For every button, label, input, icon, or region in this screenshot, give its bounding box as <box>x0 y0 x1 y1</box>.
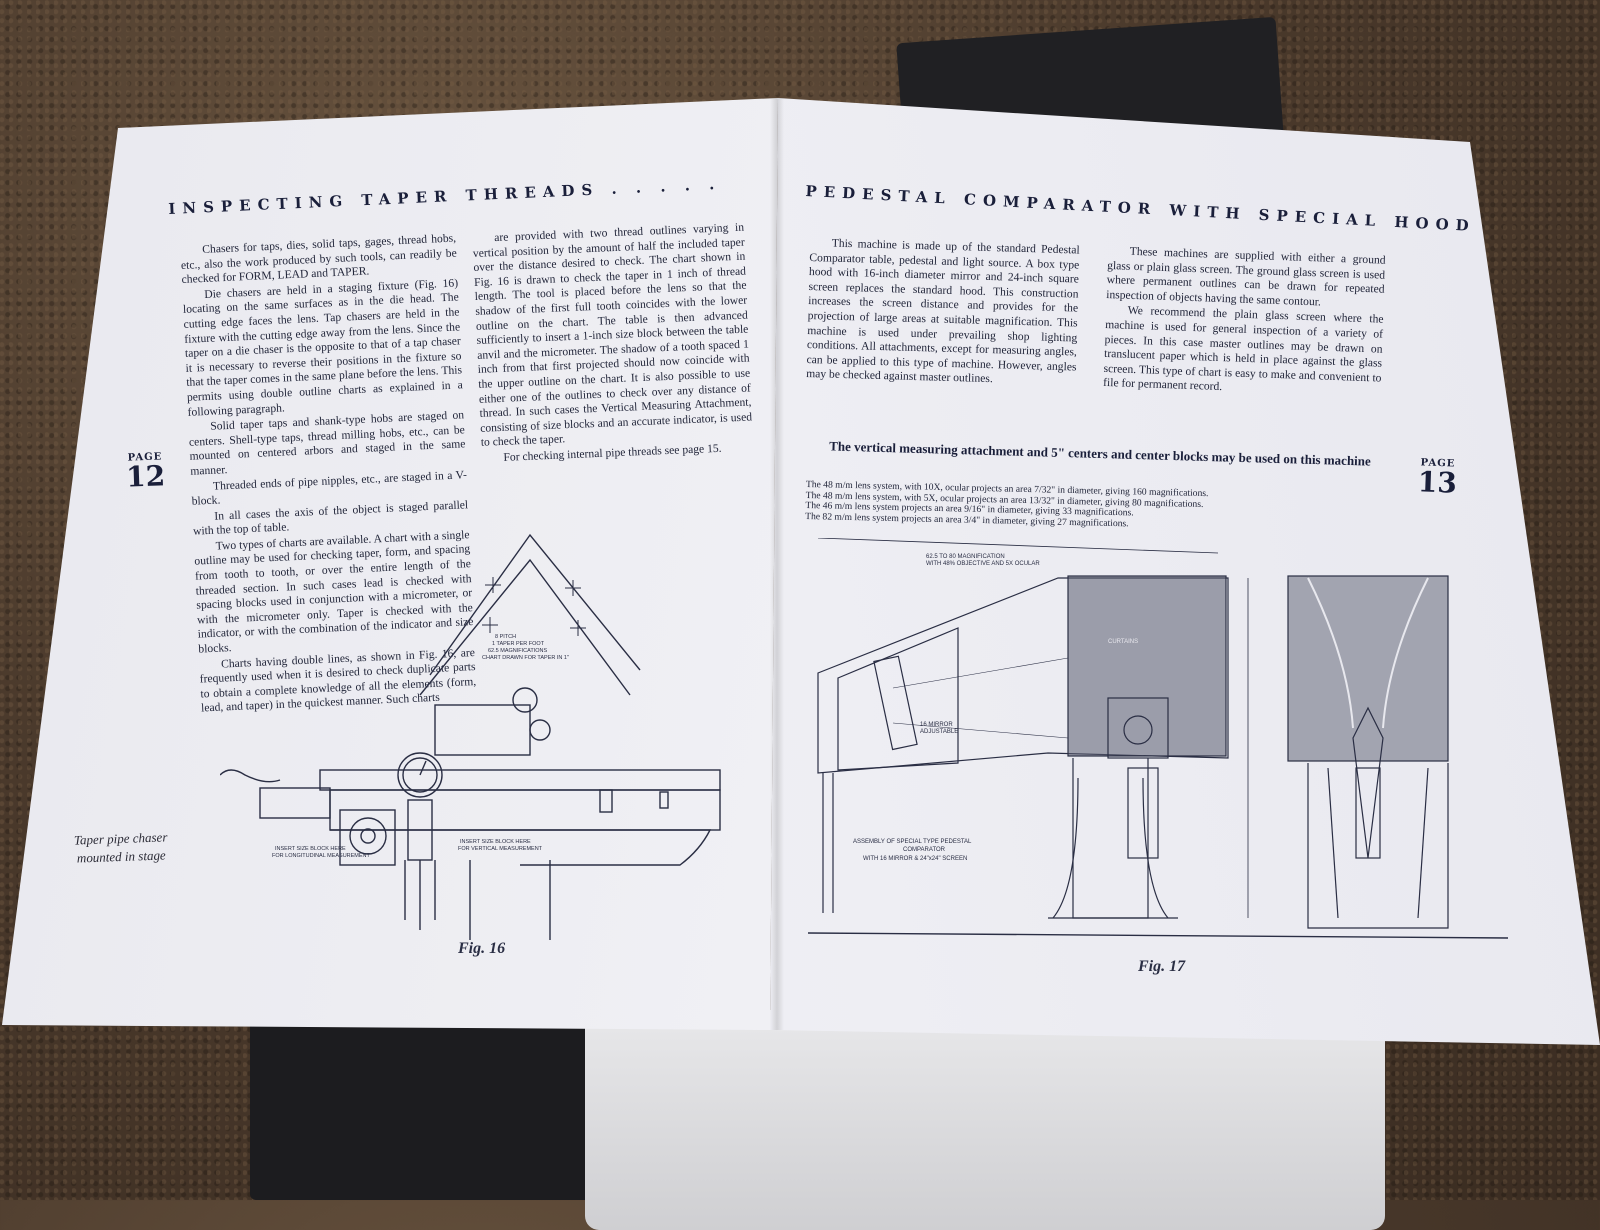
block-right-note-2: FOR VERTICAL MEASUREMENT <box>458 846 543 852</box>
side-curtain-panel <box>1287 575 1449 762</box>
figure-16-drawing: 8 PITCH 1 TAPER PER FOOT 62.5 MAGNIFICAT… <box>220 533 721 940</box>
assembly-note-1: ASSEMBLY OF SPECIAL TYPE PEDESTAL <box>853 839 972 845</box>
assembly-note-3: WITH 16 MIRROR & 24"x24" SCREEN <box>863 856 967 862</box>
top-note-1: 62.5 TO 80 MAGNIFICATION <box>926 554 1005 560</box>
chart-note-2: 1 TAPER PER FOOT <box>492 641 545 647</box>
right-column-2: These machines are supplied with either … <box>1103 244 1386 402</box>
hood-outline <box>817 577 1229 774</box>
right-page <box>770 98 1600 1045</box>
paragraph: are provided with two thread outlines va… <box>472 220 753 450</box>
page-number: 12 <box>125 459 166 494</box>
stage-block <box>434 704 531 756</box>
chart-note-3: 62.5 MAGNIFICATIONS <box>488 648 548 654</box>
page-label-13: PAGE 13 <box>1417 457 1458 500</box>
block-left-note-2: FOR LONGITUDINAL MEASUREMENT <box>272 853 371 859</box>
page-label-12: PAGE 12 <box>125 451 166 494</box>
block-right-note-1: INSERT SIZE BLOCK HERE <box>460 839 531 845</box>
paragraph: This machine is made up of the standard … <box>805 236 1080 386</box>
paragraph: These machines are supplied with either … <box>1106 244 1386 309</box>
curtain-panel <box>1067 575 1227 757</box>
left-column-2: are provided with two thread outlines va… <box>472 221 754 468</box>
open-booklet: INSPECTING TAPER THREADS . . . . . PAGE … <box>2 98 1600 1045</box>
top-note-2: WITH 48% OBJECTIVE AND 5X OCULAR <box>926 561 1040 567</box>
curtains-label: CURTAINS <box>1108 639 1138 645</box>
figure-16-caption: Fig. 16 <box>458 940 506 957</box>
side-caption-line-2: mounted in stage <box>76 847 166 866</box>
figure-17-caption: Fig. 17 <box>1138 958 1186 975</box>
gutter-fold <box>770 98 784 1030</box>
side-caption: Taper pipe chaser mounted in stage <box>65 828 176 868</box>
block-left-note-1: INSERT SIZE BLOCK HERE <box>275 846 346 852</box>
right-column-1: This machine is made up of the standard … <box>806 236 1080 390</box>
assembly-note-2: COMPARATOR <box>903 847 946 853</box>
figure-17-drawing: 62.5 TO 80 MAGNIFICATION WITH 48% OBJECT… <box>808 538 1509 939</box>
chart-note-1: 8 PITCH <box>495 634 516 640</box>
page-number: 13 <box>1417 465 1458 500</box>
thread-outline-lower <box>419 558 631 696</box>
mirror-note-2: ADJUSTABLE <box>920 729 958 735</box>
dial-indicator <box>397 752 443 798</box>
paragraph: Die chasers are held in a staging fixtur… <box>182 276 463 419</box>
paragraph: We recommend the plain glass screen wher… <box>1102 304 1384 394</box>
mirror-note-1: 16 MIRROR <box>920 722 953 728</box>
chart-note-4: CHART DRAWN FOR TAPER IN 1" <box>482 655 569 661</box>
side-caption-line-1: Taper pipe chaser <box>73 829 168 848</box>
left-page <box>2 98 778 1030</box>
white-binder <box>585 1010 1385 1230</box>
thread-outline-upper <box>429 533 641 676</box>
